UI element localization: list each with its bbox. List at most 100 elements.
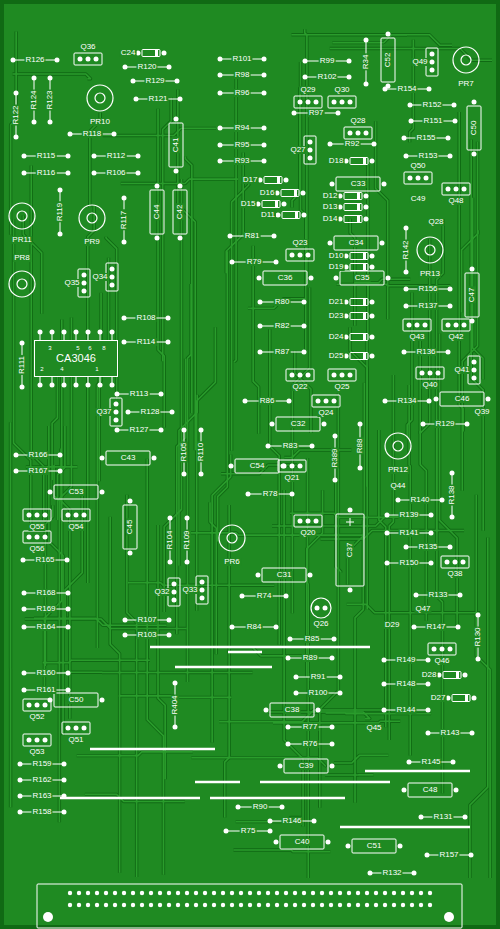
pad: [262, 73, 267, 78]
part-name: Q49: [411, 58, 428, 66]
pad: [167, 633, 172, 638]
connector-pin: [140, 891, 144, 895]
diode-symbol: [142, 50, 160, 57]
diode-band: [363, 264, 366, 271]
trace: [197, 327, 216, 610]
connector-pin: [257, 903, 261, 907]
pad: [262, 126, 267, 131]
part-name: C51: [366, 842, 383, 850]
part-name: R86: [259, 397, 276, 405]
pad: [18, 762, 23, 767]
pad: [462, 323, 467, 328]
transistor-symbol: [404, 172, 432, 184]
pad: [276, 213, 281, 218]
pad: [86, 330, 91, 335]
pad: [452, 103, 457, 108]
pad: [92, 171, 97, 176]
pad: [407, 323, 412, 328]
pad: [66, 513, 71, 518]
trimmer-pot: [219, 525, 245, 551]
part-name: PR9: [83, 238, 101, 246]
pad: [322, 422, 327, 427]
pad: [152, 456, 157, 461]
pad: [415, 323, 420, 328]
part-name: R120: [136, 63, 157, 71]
pad: [218, 73, 223, 78]
part-name: Q44: [389, 482, 406, 490]
pad: [461, 560, 466, 565]
part-name: C50: [470, 120, 478, 137]
pad: [230, 625, 235, 630]
part-name: R143: [439, 729, 460, 737]
connector-pin: [176, 903, 180, 907]
pad: [402, 350, 407, 355]
part-name: C31: [276, 571, 293, 579]
connector-pin: [338, 891, 342, 895]
pad: [74, 513, 79, 518]
pad: [218, 159, 223, 164]
connector-pin: [194, 891, 198, 895]
connector-pin: [77, 903, 81, 907]
pad: [172, 582, 177, 587]
pad: [66, 607, 71, 612]
transistor-symbol: [441, 556, 469, 568]
pad: [454, 788, 459, 793]
part-name: R93: [234, 157, 251, 165]
trace: [218, 251, 228, 541]
connector-pin: [257, 891, 261, 895]
trace: [325, 774, 373, 776]
connector-pin: [176, 891, 180, 895]
pad: [382, 658, 387, 663]
part-name: R84: [246, 623, 263, 631]
connector-pin: [95, 891, 99, 895]
mounting-hole: [444, 912, 454, 922]
pad: [448, 154, 453, 159]
part-name: R82: [274, 322, 291, 330]
part-name: R127: [128, 426, 149, 434]
pad: [256, 573, 261, 578]
pad: [218, 126, 223, 131]
pad: [123, 618, 128, 623]
pad: [429, 561, 434, 566]
pad: [407, 760, 412, 765]
part-name: R123: [46, 89, 54, 110]
pin-number: 6: [87, 345, 92, 351]
pad: [58, 453, 63, 458]
pad: [448, 287, 453, 292]
trace-outline: [389, 375, 393, 740]
pad: [364, 217, 369, 222]
part-name: R151: [422, 117, 443, 125]
connector-pin: [248, 891, 252, 895]
capacitor-symbol: [262, 568, 306, 582]
part-name: R150: [398, 559, 419, 567]
pad: [123, 65, 128, 70]
pad: [330, 656, 335, 661]
part-name: R146: [281, 817, 302, 825]
trace: [440, 334, 458, 630]
part-name: R140: [409, 496, 430, 504]
trace-outline: [187, 284, 191, 682]
trace-outline: [210, 502, 216, 654]
diode-band: [363, 313, 366, 320]
pad: [348, 373, 353, 378]
trace-outline: [379, 430, 386, 727]
pad: [35, 703, 40, 708]
pad: [303, 75, 308, 80]
diode-band: [295, 212, 298, 219]
pad: [218, 57, 223, 62]
transistor-symbol: [23, 734, 51, 746]
part-name: R108: [135, 314, 156, 322]
diode-symbol: [350, 253, 368, 260]
pad: [114, 418, 119, 423]
part-name: Q21: [283, 474, 300, 482]
pad: [100, 490, 105, 495]
polarity-mark: [350, 518, 351, 526]
pad: [43, 703, 48, 708]
pad: [48, 120, 53, 125]
trace: [225, 505, 229, 817]
pad: [178, 184, 183, 189]
pad: [330, 742, 335, 747]
trace: [462, 230, 478, 312]
pad: [450, 515, 455, 520]
pad: [110, 267, 115, 272]
